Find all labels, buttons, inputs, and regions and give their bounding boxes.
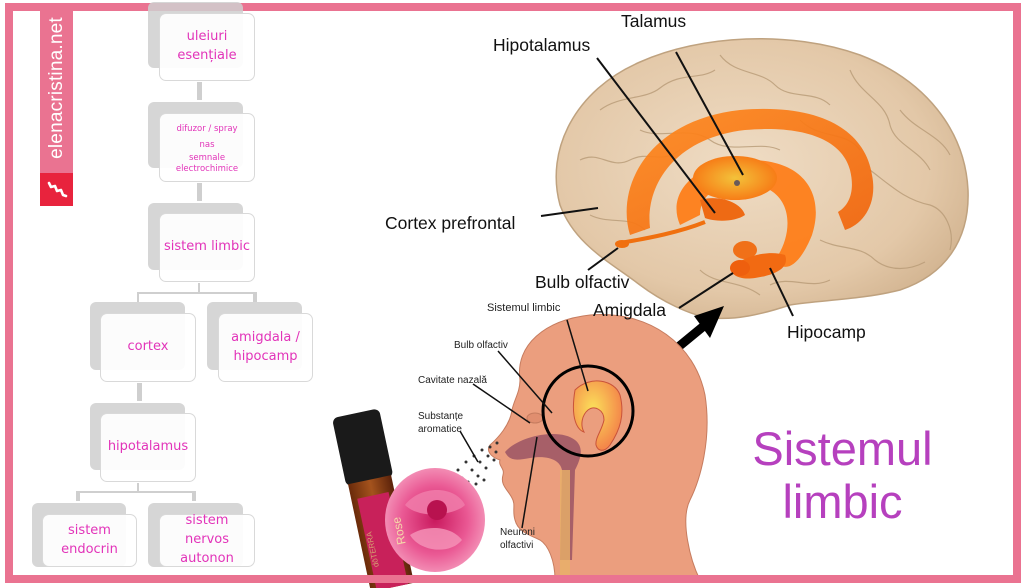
connector-diffuser-limbic xyxy=(197,183,202,201)
rose-flower xyxy=(385,468,485,572)
label-substante-aromatice: Substanțe aromatice xyxy=(418,411,464,435)
flow-node-limbic: sistem limbic xyxy=(159,213,255,282)
flow-node-cortex: cortex xyxy=(100,313,196,382)
flow-node-diffuser: difuzor / spray nas semnale electrochimi… xyxy=(159,113,255,182)
label-cavitate-nazala: Cavitate nazală xyxy=(418,375,487,386)
connector-hypo-split xyxy=(137,483,139,492)
hypothalamus-shape xyxy=(700,198,745,221)
label-sistemul-limbic: Sistemul limbic xyxy=(487,302,561,314)
head-illustration xyxy=(452,314,708,581)
flow-node-amygdala: amigdala /hipocamp xyxy=(218,313,313,382)
brand-logo[interactable]: elenacristina.net xyxy=(40,3,73,173)
label-hipotalamus: Hipotalamus xyxy=(493,35,591,55)
connector-cortex-hypothalamus xyxy=(137,383,142,401)
flow-node-hypothalamus: hipotalamus xyxy=(100,413,196,482)
cingulate-gyrus xyxy=(626,108,874,235)
brand-mark xyxy=(40,173,73,206)
connector-to-cortex xyxy=(137,292,139,302)
connector-oils-diffuser xyxy=(197,82,202,100)
brand-name: elenacristina.net xyxy=(45,17,67,159)
olfactory-tract xyxy=(619,220,706,245)
label-cortex-prefrontal: Cortex prefrontal xyxy=(385,213,516,233)
connector-hypo-hbar xyxy=(76,491,194,493)
connector-limbic-split xyxy=(198,283,200,293)
roller-bottle xyxy=(333,409,414,588)
head-leader-lines xyxy=(459,319,589,529)
brand-band xyxy=(40,3,73,173)
brain-illustration xyxy=(540,37,969,320)
label-talamus: Talamus xyxy=(621,11,687,31)
connector-to-endocrine xyxy=(76,491,80,501)
label-amigdala: Amigdala xyxy=(593,300,666,320)
brain-leader-lines xyxy=(540,51,794,317)
connector-limbic-hbar xyxy=(137,292,255,294)
label-hipocamp: Hipocamp xyxy=(787,322,866,342)
page-frame xyxy=(5,3,1021,583)
connector-to-amygdala xyxy=(253,292,257,302)
label-neuroni-olfactivi: Neuroni olfactivi xyxy=(500,527,536,551)
zigzag-stair-icon xyxy=(47,181,68,198)
connector-to-autonomic xyxy=(192,491,196,501)
olfactory-bulb-shape xyxy=(615,240,629,248)
label-bulb-olfactiv: Bulb olfactiv xyxy=(535,272,630,292)
page-title: Sistemul limbic xyxy=(752,422,933,529)
label-bulb-olfactiv-small: Bulb olfactiv xyxy=(454,340,508,351)
magnifier-circle xyxy=(541,364,635,458)
head-limbic-shape xyxy=(572,380,623,451)
thalamus-shape xyxy=(693,156,777,200)
